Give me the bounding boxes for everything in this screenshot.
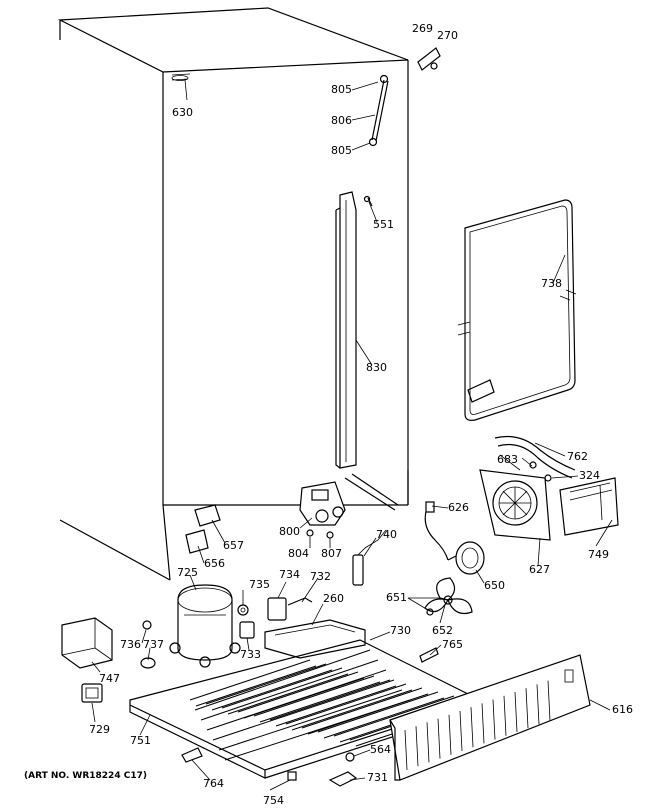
label-269: 269: [412, 22, 433, 35]
label-762: 762: [567, 450, 588, 463]
leader-lines: [91, 79, 613, 791]
label-270: 270: [437, 29, 458, 42]
part-616-grille: [389, 654, 591, 781]
part-269-270-hinge: [417, 47, 441, 71]
label-626: 626: [448, 501, 469, 514]
part-650-motor: [447, 541, 485, 575]
part-800-valve: [299, 473, 399, 539]
label-764: 764: [203, 777, 224, 790]
part-734-732: [267, 597, 313, 621]
label-734: 734: [279, 568, 300, 581]
part-627-fan-housing: [479, 469, 552, 541]
part-747-box: [61, 617, 113, 669]
part-764-754-731-564: [181, 747, 358, 787]
label-650: 650: [484, 579, 505, 592]
label-738: 738: [541, 277, 562, 290]
part-651-fan-blade: [424, 577, 473, 616]
label-656: 656: [204, 557, 225, 570]
label-804: 804: [288, 547, 309, 560]
part-725-compressor: [169, 584, 241, 668]
label-324: 324: [579, 469, 600, 482]
label-754: 754: [263, 794, 284, 807]
label-729: 729: [89, 723, 110, 736]
part-740-defrost: [352, 529, 387, 586]
part-260-drain-pan: [264, 619, 366, 659]
part-735-733: [237, 604, 255, 639]
part-labels: 269 270 630 805 806 805 551 738 830 762 …: [24, 22, 633, 807]
label-627: 627: [529, 563, 550, 576]
label-735: 735: [249, 578, 270, 591]
label-806: 806: [331, 114, 352, 127]
label-805-top: 805: [331, 83, 352, 96]
label-749: 749: [588, 548, 609, 561]
label-765: 765: [442, 638, 463, 651]
label-807: 807: [321, 547, 342, 560]
label-740: 740: [376, 528, 397, 541]
label-736: 736: [120, 638, 141, 651]
part-657-656-brackets: [185, 504, 221, 554]
part-762-seal: [494, 435, 576, 479]
part-738-gasket: [457, 199, 577, 421]
label-551: 551: [373, 218, 394, 231]
label-725: 725: [177, 566, 198, 579]
part-626-wire: [424, 501, 449, 561]
label-751: 751: [130, 734, 151, 747]
label-616: 616: [612, 703, 633, 716]
label-800: 800: [279, 525, 300, 538]
label-683: 683: [497, 453, 518, 466]
part-749-board: [559, 477, 619, 536]
label-630: 630: [172, 106, 193, 119]
label-564: 564: [370, 743, 391, 756]
label-737: 737: [143, 638, 164, 651]
refrigerator-cabinet: [57, 7, 409, 581]
label-805-bottom: 805: [331, 144, 352, 157]
label-657: 657: [223, 539, 244, 552]
label-651: 651: [386, 591, 407, 604]
label-732: 732: [310, 570, 331, 583]
part-830-channel: [335, 191, 373, 469]
part-729-block: [81, 683, 103, 703]
label-830: 830: [366, 361, 387, 374]
label-731: 731: [367, 771, 388, 784]
misc-small-parts: [419, 454, 537, 663]
label-747: 747: [99, 672, 120, 685]
label-730: 730: [390, 624, 411, 637]
art-number-note: (ART NO. WR18224 C17): [24, 771, 147, 781]
label-733: 733: [240, 648, 261, 661]
label-260: 260: [323, 592, 344, 605]
part-806-rod: [368, 74, 389, 147]
label-652: 652: [432, 624, 453, 637]
